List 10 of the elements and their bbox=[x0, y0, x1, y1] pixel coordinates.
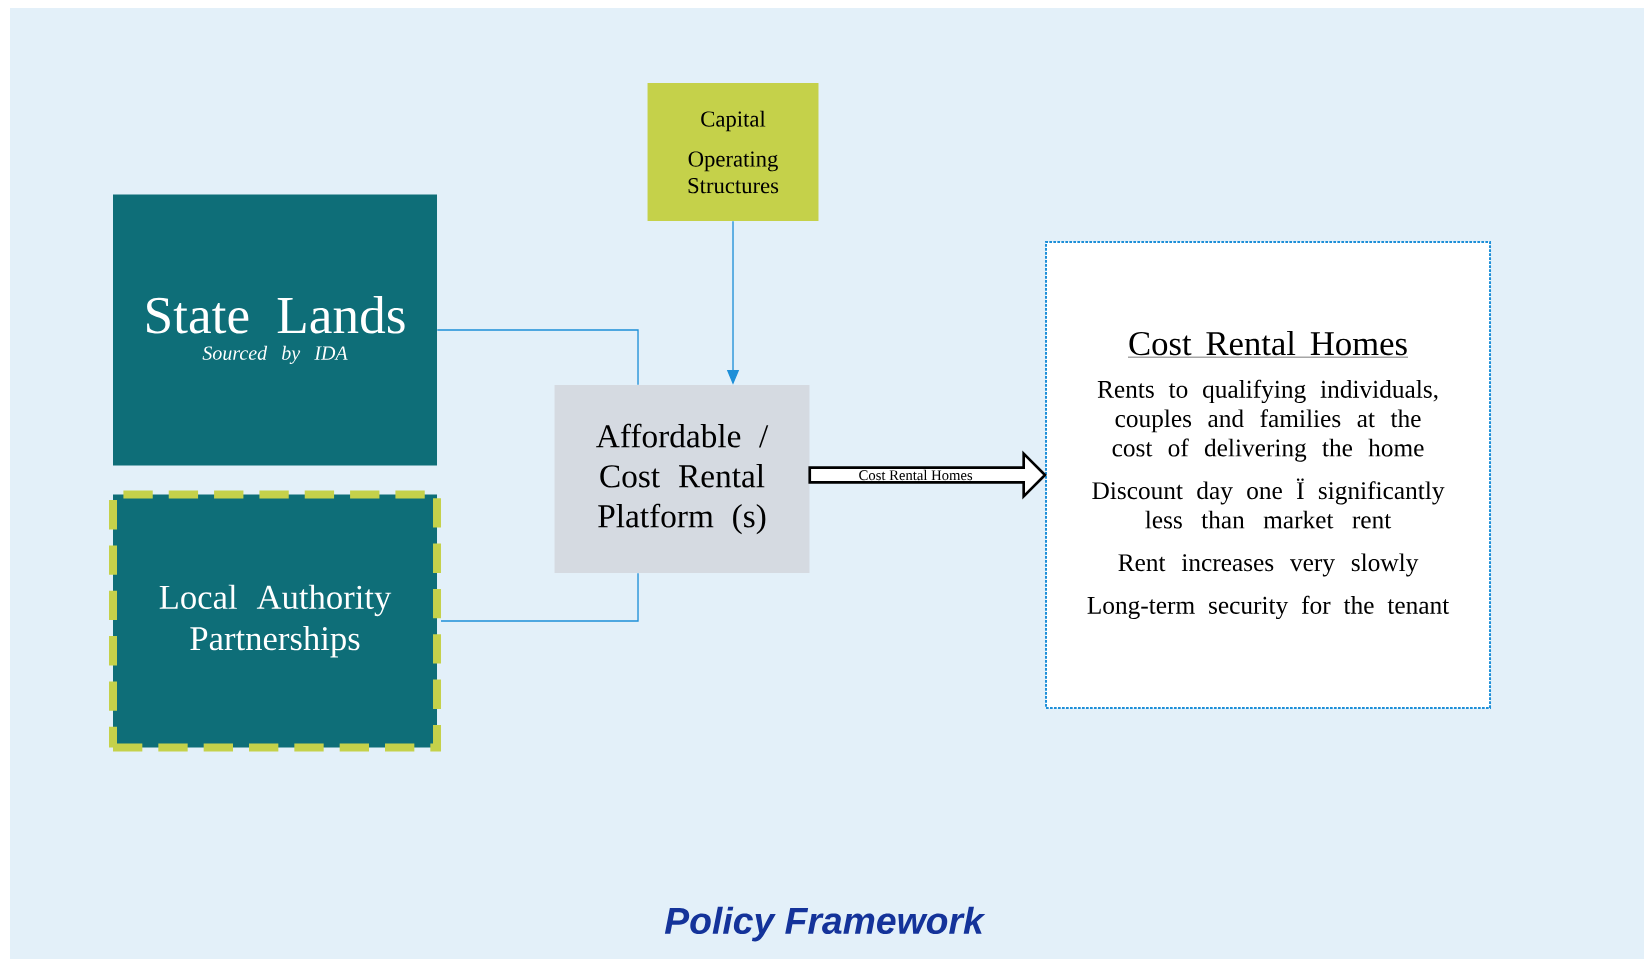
process-box: Affordable / Cost Rental Platform (s) bbox=[554, 385, 810, 573]
process-box: Local Authority Partnerships bbox=[109, 490, 441, 752]
edge-label: Cost Rental Homes bbox=[859, 469, 973, 481]
text-box: Cost Rental Homes Rents to qualifying individuals, couples and families at the cost of delivering the home Discount day one Ï significantly less than market rent Rent increases very slowly Long-term security for the tenant bbox=[1045, 241, 1491, 709]
process-box: Capital Operating Structures bbox=[647, 83, 819, 221]
connector-line bbox=[440, 572, 639, 622]
caption: Policy Framework bbox=[664, 906, 986, 942]
connector-line bbox=[436, 329, 639, 386]
process-box: State Lands Sourced by IDA bbox=[113, 194, 437, 466]
block-arrow bbox=[808, 450, 1047, 500]
